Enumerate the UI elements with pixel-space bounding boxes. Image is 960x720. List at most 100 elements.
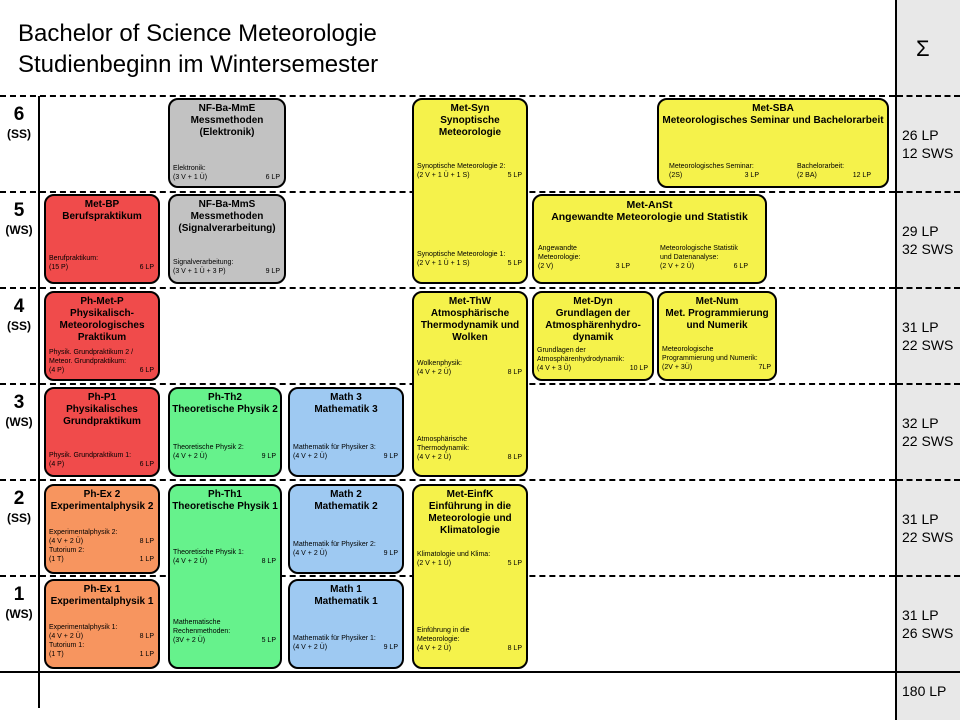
detail-hours: (2 V)	[538, 263, 554, 270]
detail-lp: 6 LP	[139, 461, 154, 468]
semester-number: 2	[13, 488, 25, 509]
detail-name: Synoptische Meteorologie 2:	[417, 163, 506, 170]
row-divider	[0, 95, 895, 97]
detail-name: Experimentalphysik 2:	[49, 529, 118, 536]
detail-hours: (4 V + 2 Ü)	[417, 454, 452, 461]
detail-name: Meteorologische	[662, 346, 714, 353]
detail-lp: 1 LP	[139, 556, 154, 563]
detail-hours: (4 V + 2 Ü)	[173, 453, 208, 460]
detail-hours: (2 V + 1 Ü)	[417, 560, 452, 567]
semester-label-1: 1 (WS)	[0, 584, 38, 622]
semester-axis	[38, 96, 40, 708]
detail-hours: (2 V + 1 Ü + 1 S)	[417, 260, 470, 267]
detail-hours: (2 BA)	[797, 172, 817, 179]
detail-name: Tutorium 2:	[49, 547, 85, 554]
detail-name: Elektronik:	[173, 165, 206, 172]
sum-divider	[897, 287, 960, 289]
sum-divider	[897, 575, 960, 577]
detail-name: Klimatologie und Klima:	[417, 551, 491, 558]
sum-column	[895, 0, 960, 720]
detail-lp: 3 LP	[615, 263, 630, 270]
detail-hours: (4 V + 2 Ü)	[293, 550, 328, 557]
detail-hours: (4 V + 2 Ü)	[49, 633, 84, 640]
detail-lp: 9 LP	[383, 644, 398, 651]
module-code: Met-EinfK	[446, 489, 494, 500]
detail-lp: 5 LP	[507, 172, 522, 179]
semester-total-2: 31 LP 22 SWS	[902, 510, 953, 546]
semester-number: 3	[13, 392, 25, 413]
module-code: Met-Syn	[450, 103, 490, 114]
module-title: Physikalisch-Meteorologisches Praktikum	[59, 308, 145, 343]
module-code: Ph-P1	[87, 392, 117, 403]
semester-lp: 26 LP	[902, 127, 939, 143]
detail-hours: (3 V + 1 Ü + 3 P)	[173, 268, 226, 275]
detail-hours: (1 T)	[49, 651, 64, 658]
module-title: Theoretische Physik 2	[172, 404, 278, 415]
detail-name: Theoretische Physik 2:	[173, 444, 244, 451]
sum-divider	[897, 95, 960, 97]
sum-divider	[897, 383, 960, 385]
semester-sws: 12 SWS	[902, 145, 954, 161]
row-divider	[0, 287, 895, 289]
module-code: Ph-Met-P	[80, 296, 124, 307]
module-code: NF-Ba-MmS	[198, 199, 256, 210]
detail-name: Atmosphärische	[417, 436, 468, 443]
detail-lp: 9 LP	[383, 453, 398, 460]
detail-lp: 6 LP	[139, 367, 154, 374]
detail-name: Berufpraktikum:	[49, 255, 99, 262]
detail-name: Bachelorarbeit:	[797, 163, 845, 170]
module-title: Einführung in die Meteorologie und Klima…	[428, 501, 512, 536]
module-code: Met-Dyn	[573, 296, 613, 307]
detail-lp: 12 LP	[852, 172, 871, 179]
semester-term: (WS)	[5, 223, 33, 237]
semester-total-1: 31 LP 26 SWS	[902, 606, 953, 642]
semester-total-5: 29 LP 32 SWS	[902, 222, 953, 258]
grand-total: 180 LP	[902, 683, 947, 699]
page-title-line1: Bachelor of Science Meteorologie	[18, 20, 377, 47]
semester-term: (WS)	[5, 607, 33, 621]
detail-name: Angewandte	[538, 245, 577, 252]
semester-term: (SS)	[7, 319, 31, 333]
module-code: NF-Ba-MmE	[198, 103, 256, 114]
detail-name: Synoptische Meteorologie 1:	[417, 251, 506, 258]
detail-name: Thermodynamik:	[417, 445, 470, 452]
detail-lp: 10 LP	[629, 365, 648, 372]
module-title: Meteorologisches Seminar und Bachelorarb…	[662, 115, 884, 126]
semester-lp: 31 LP	[902, 319, 939, 335]
semester-number: 1	[13, 584, 25, 605]
module-code: Ph-Ex 1	[83, 584, 121, 595]
detail-name: Einführung in die	[417, 627, 470, 634]
semester-total-3: 32 LP 22 SWS	[902, 414, 953, 450]
detail-name: Meteor. Grundpraktikum:	[49, 358, 127, 365]
module-code: Ph-Th2	[208, 392, 242, 403]
detail-name: Mathematische	[173, 619, 221, 626]
module-code: Met-AnSt	[626, 199, 673, 211]
semester-lp: 31 LP	[902, 511, 939, 527]
module-title: Messmethoden (Signalverarbeitung)	[178, 211, 276, 234]
detail-lp: 8 LP	[507, 645, 522, 652]
semester-label-5: 5 (WS)	[0, 200, 38, 238]
module-title: Mathematik 1	[314, 596, 378, 607]
detail-lp: 6 LP	[139, 264, 154, 271]
semester-number: 5	[13, 200, 25, 221]
semester-number: 4	[13, 296, 25, 317]
sum-divider	[897, 191, 960, 193]
detail-hours: (2V + 3Ü)	[662, 364, 693, 371]
module-title: Mathematik 2	[314, 501, 378, 512]
detail-hours: (2 V + 2 Ü)	[660, 263, 695, 270]
detail-name: Programmierung und Numerik:	[662, 355, 758, 362]
detail-name: Grundlagen der	[537, 347, 586, 354]
semester-label-4: 4 (SS)	[0, 296, 38, 334]
detail-name: Mathematik für Physiker 2:	[293, 541, 376, 548]
module-title: Experimentalphysik 1	[50, 596, 154, 607]
